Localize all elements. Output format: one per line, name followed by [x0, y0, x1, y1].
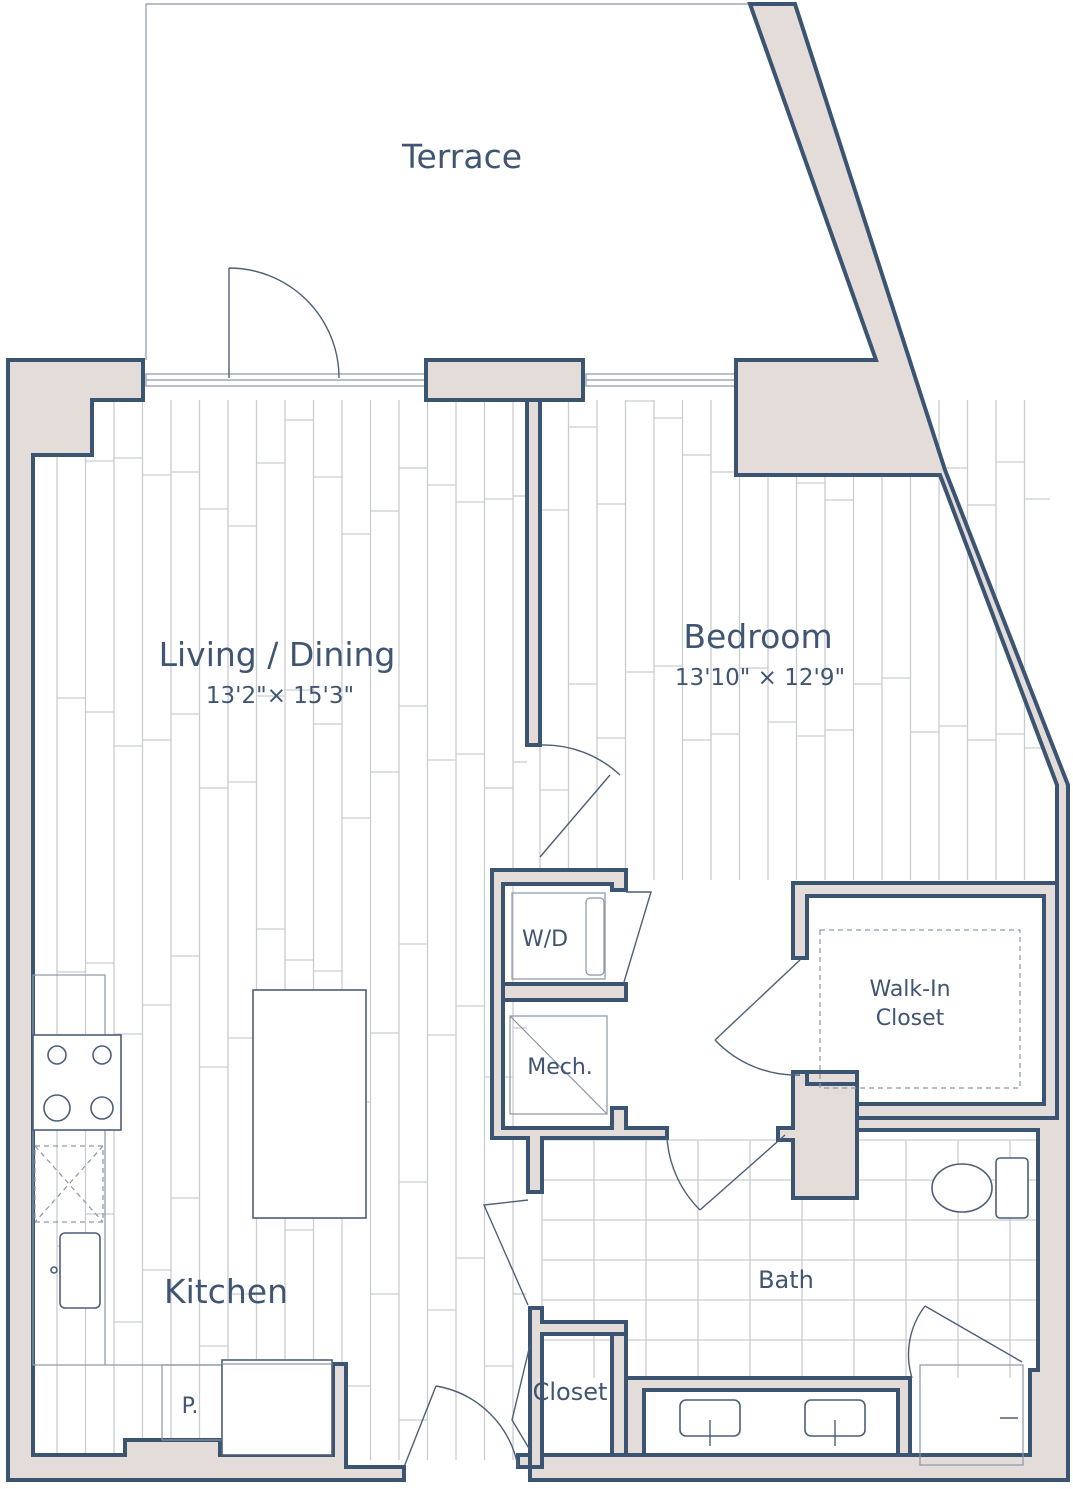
living-dining-label: Living / Dining — [159, 635, 396, 674]
refrigerator — [221, 1359, 333, 1456]
bedroom-floor-planks — [539, 400, 1050, 880]
bedroom-label: Bedroom — [683, 617, 832, 656]
room-labels: Terrace Living / Dining 13'2"× 15'3" Bed… — [159, 137, 951, 1419]
kitchen-label: Kitchen — [164, 1272, 288, 1311]
doors — [228, 267, 1023, 1468]
kitchen-fixtures — [32, 974, 367, 1456]
toilet-tank — [995, 1157, 1029, 1219]
toilet-bowl — [931, 1163, 993, 1213]
walkin-shelving — [819, 929, 1021, 1089]
bath-label: Bath — [758, 1266, 814, 1294]
wd-label: W/D — [522, 927, 568, 952]
walkin-label-line1: Walk-In — [869, 977, 950, 1002]
interior-walls — [490, 398, 1059, 1469]
living-floor-planks — [56, 400, 527, 1460]
walkin-label-line2: Closet — [876, 1006, 945, 1031]
laundry-fixtures — [509, 892, 608, 1115]
bedroom-dims: 13'10" × 12'9" — [675, 665, 845, 691]
closet-label: Closet — [533, 1378, 608, 1406]
terrace-label: Terrace — [401, 137, 522, 176]
shower — [919, 1364, 1024, 1466]
mech-label: Mech. — [527, 1055, 593, 1080]
kitchen-sink — [59, 1232, 101, 1309]
living-dining-dims: 13'2"× 15'3" — [206, 683, 354, 709]
pantry-label: P. — [182, 1394, 199, 1419]
bath-fixtures — [679, 1157, 1029, 1466]
kitchen-island — [252, 989, 367, 1219]
terrace-area — [145, 3, 877, 361]
dishwasher — [34, 1145, 104, 1223]
